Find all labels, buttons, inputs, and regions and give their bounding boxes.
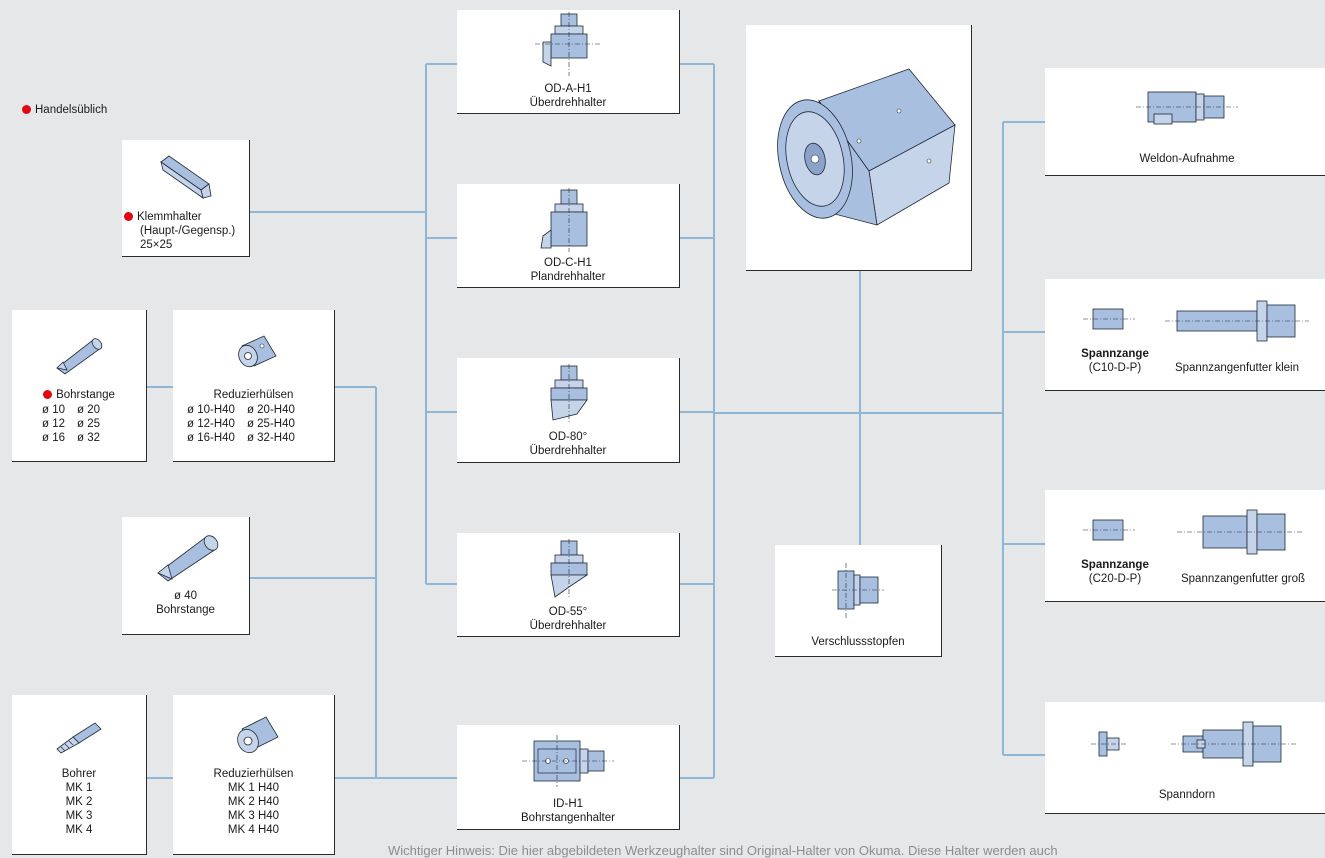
spanndorn-small-icon xyxy=(1091,731,1127,757)
od-a-h1-code: OD-A-H1 xyxy=(544,83,592,95)
od-a-h1-icon xyxy=(535,12,601,76)
commercial-dot xyxy=(124,212,133,221)
spannzangenfutter-gross-icon xyxy=(1177,509,1303,555)
spannzange-c20-label: Spannzange xyxy=(1081,559,1149,571)
size-item: ø 16 xyxy=(42,432,66,444)
klemmhalter-line3: 25×25 xyxy=(140,239,173,251)
reduzierhuelsen-box-2[interactable]: Reduzierhülsen MK 1 H40 MK 2 H40 MK 3 H4… xyxy=(173,695,335,855)
bohrer-label: Bohrer xyxy=(61,768,97,780)
legend-dot xyxy=(22,105,31,114)
size-item: ø 32 xyxy=(77,432,101,444)
weldon-icon xyxy=(1136,91,1238,125)
size-item: ø 16-H40 xyxy=(187,432,235,444)
spannzange-c10-icon xyxy=(1083,308,1135,330)
id-h1-icon xyxy=(522,735,614,787)
mk-h40-item: MK 3 H40 xyxy=(227,810,280,822)
size-item: ø 12 xyxy=(42,418,66,430)
od-55-box[interactable]: OD-55° Überdrehhalter xyxy=(457,533,680,637)
size-item: ø 32-H40 xyxy=(246,432,295,444)
od-80-code: OD-80° xyxy=(548,431,588,443)
mk-h40-item: MK 1 H40 xyxy=(227,782,280,794)
id-h1-code: ID-H1 xyxy=(552,798,584,810)
spanndorn-label: Spanndorn xyxy=(1158,789,1216,801)
reduzierhuelse-icon xyxy=(237,335,277,368)
od-c-h1-label: Plandrehhalter xyxy=(530,271,606,283)
size-item: ø 10-H40 xyxy=(187,404,235,416)
bohrstange-label: Bohrstange xyxy=(56,389,115,401)
od-80-label: Überdrehhalter xyxy=(529,445,607,457)
id-h1-label: Bohrstangenhalter xyxy=(521,812,615,824)
size-item: ø 12-H40 xyxy=(187,418,235,430)
od-c-h1-code: OD-C-H1 xyxy=(544,257,592,269)
od-a-h1-box[interactable]: OD-A-H1 Überdrehhalter xyxy=(457,10,680,114)
size-item: ø 25 xyxy=(77,418,101,430)
weldon-label: Weldon-Aufnahme xyxy=(1139,153,1235,165)
bohrstange-40-icon xyxy=(156,535,218,582)
od-55-code: OD-55° xyxy=(548,606,588,618)
size-item: ø 20-H40 xyxy=(246,404,295,416)
mk-item: MK 4 xyxy=(65,824,93,836)
size-item: ø 20 xyxy=(77,404,101,416)
verschlussstopfen-box[interactable]: Verschlussstopfen xyxy=(775,545,942,657)
reduzier2-label: Reduzierhülsen xyxy=(213,768,294,780)
spanndorn-box[interactable]: Spanndorn xyxy=(1045,702,1325,814)
spannzange-gross-box[interactable]: Spannzange (C20-D-P) Spannzangenfutter g… xyxy=(1045,490,1325,602)
spannzangenfutter-klein-icon xyxy=(1165,300,1309,342)
legend: Handelsüblich xyxy=(22,104,107,116)
legend-text: Handelsüblich xyxy=(35,104,108,116)
verschlussstopfen-icon xyxy=(832,563,884,619)
reduzierhuelsen-box-1[interactable]: Reduzierhülsen ø 10-H40 ø 20-H40 ø 12-H4… xyxy=(173,310,335,462)
od-a-h1-label: Überdrehhalter xyxy=(529,97,607,109)
bohrstange-40-size: ø 40 xyxy=(173,590,197,602)
spannzange-klein-box[interactable]: Spannzange (C10-D-P) Spannzangenfutter k… xyxy=(1045,279,1325,391)
od-80-icon xyxy=(550,364,588,424)
id-h1-box[interactable]: ID-H1 Bohrstangenhalter xyxy=(457,725,680,830)
weldon-box[interactable]: Weldon-Aufnahme xyxy=(1045,68,1325,176)
mk-item: MK 1 xyxy=(65,782,93,794)
od-c-h1-box[interactable]: OD-C-H1 Plandrehhalter xyxy=(457,184,680,288)
od-80-box[interactable]: OD-80° Überdrehhalter xyxy=(457,358,680,463)
spannzange-c20-icon xyxy=(1083,519,1135,541)
spannzange-c20-code: (C20-D-P) xyxy=(1088,573,1142,585)
spannzange-c10-code: (C10-D-P) xyxy=(1088,362,1142,374)
od-55-icon xyxy=(550,539,589,599)
spannzangenfutter-gross-label: Spannzangenfutter groß xyxy=(1180,573,1306,585)
turret-box[interactable] xyxy=(746,25,972,271)
klemmhalter-line2: (Haupt-/Gegensp.) xyxy=(140,225,236,237)
verschlussstopfen-label: Verschlussstopfen xyxy=(811,636,905,648)
od-c-h1-icon xyxy=(540,188,588,252)
spannzangenfutter-klein-label: Spannzangenfutter klein xyxy=(1174,362,1300,374)
bohrer-box[interactable]: Bohrer MK 1 MK 2 MK 3 MK 4 xyxy=(12,695,147,855)
bohrstange-box[interactable]: Bohrstange ø 10 ø 20 ø 12 ø 25 ø 16 ø 32 xyxy=(12,310,147,462)
mk-item: MK 3 xyxy=(65,810,93,822)
klemmhalter-icon xyxy=(159,155,211,199)
bohrstange-40-label: Bohrstange xyxy=(156,604,215,616)
klemmhalter-label: Klemmhalter xyxy=(137,211,202,223)
reduzier1-label: Reduzierhülsen xyxy=(213,389,294,401)
mk-h40-item: MK 4 H40 xyxy=(227,824,280,836)
bohrstange-40-box[interactable]: ø 40 Bohrstange xyxy=(122,517,250,635)
turret-illustration xyxy=(776,68,956,226)
size-item: ø 10 xyxy=(42,404,66,416)
size-item: ø 25-H40 xyxy=(246,418,295,430)
spanndorn-icon xyxy=(1171,721,1297,767)
commercial-dot xyxy=(43,390,53,399)
spannzange-c10-label: Spannzange xyxy=(1081,348,1149,360)
reduzierhuelse-mk-icon xyxy=(236,716,279,754)
mk-item: MK 2 xyxy=(65,796,93,808)
mk-h40-item: MK 2 H40 xyxy=(227,796,280,808)
od-55-label: Überdrehhalter xyxy=(529,620,607,632)
bohrer-icon xyxy=(56,722,102,754)
bohrstange-icon xyxy=(56,338,103,375)
klemmhalter-box[interactable]: Klemmhalter (Haupt-/Gegensp.) 25×25 xyxy=(122,140,250,257)
